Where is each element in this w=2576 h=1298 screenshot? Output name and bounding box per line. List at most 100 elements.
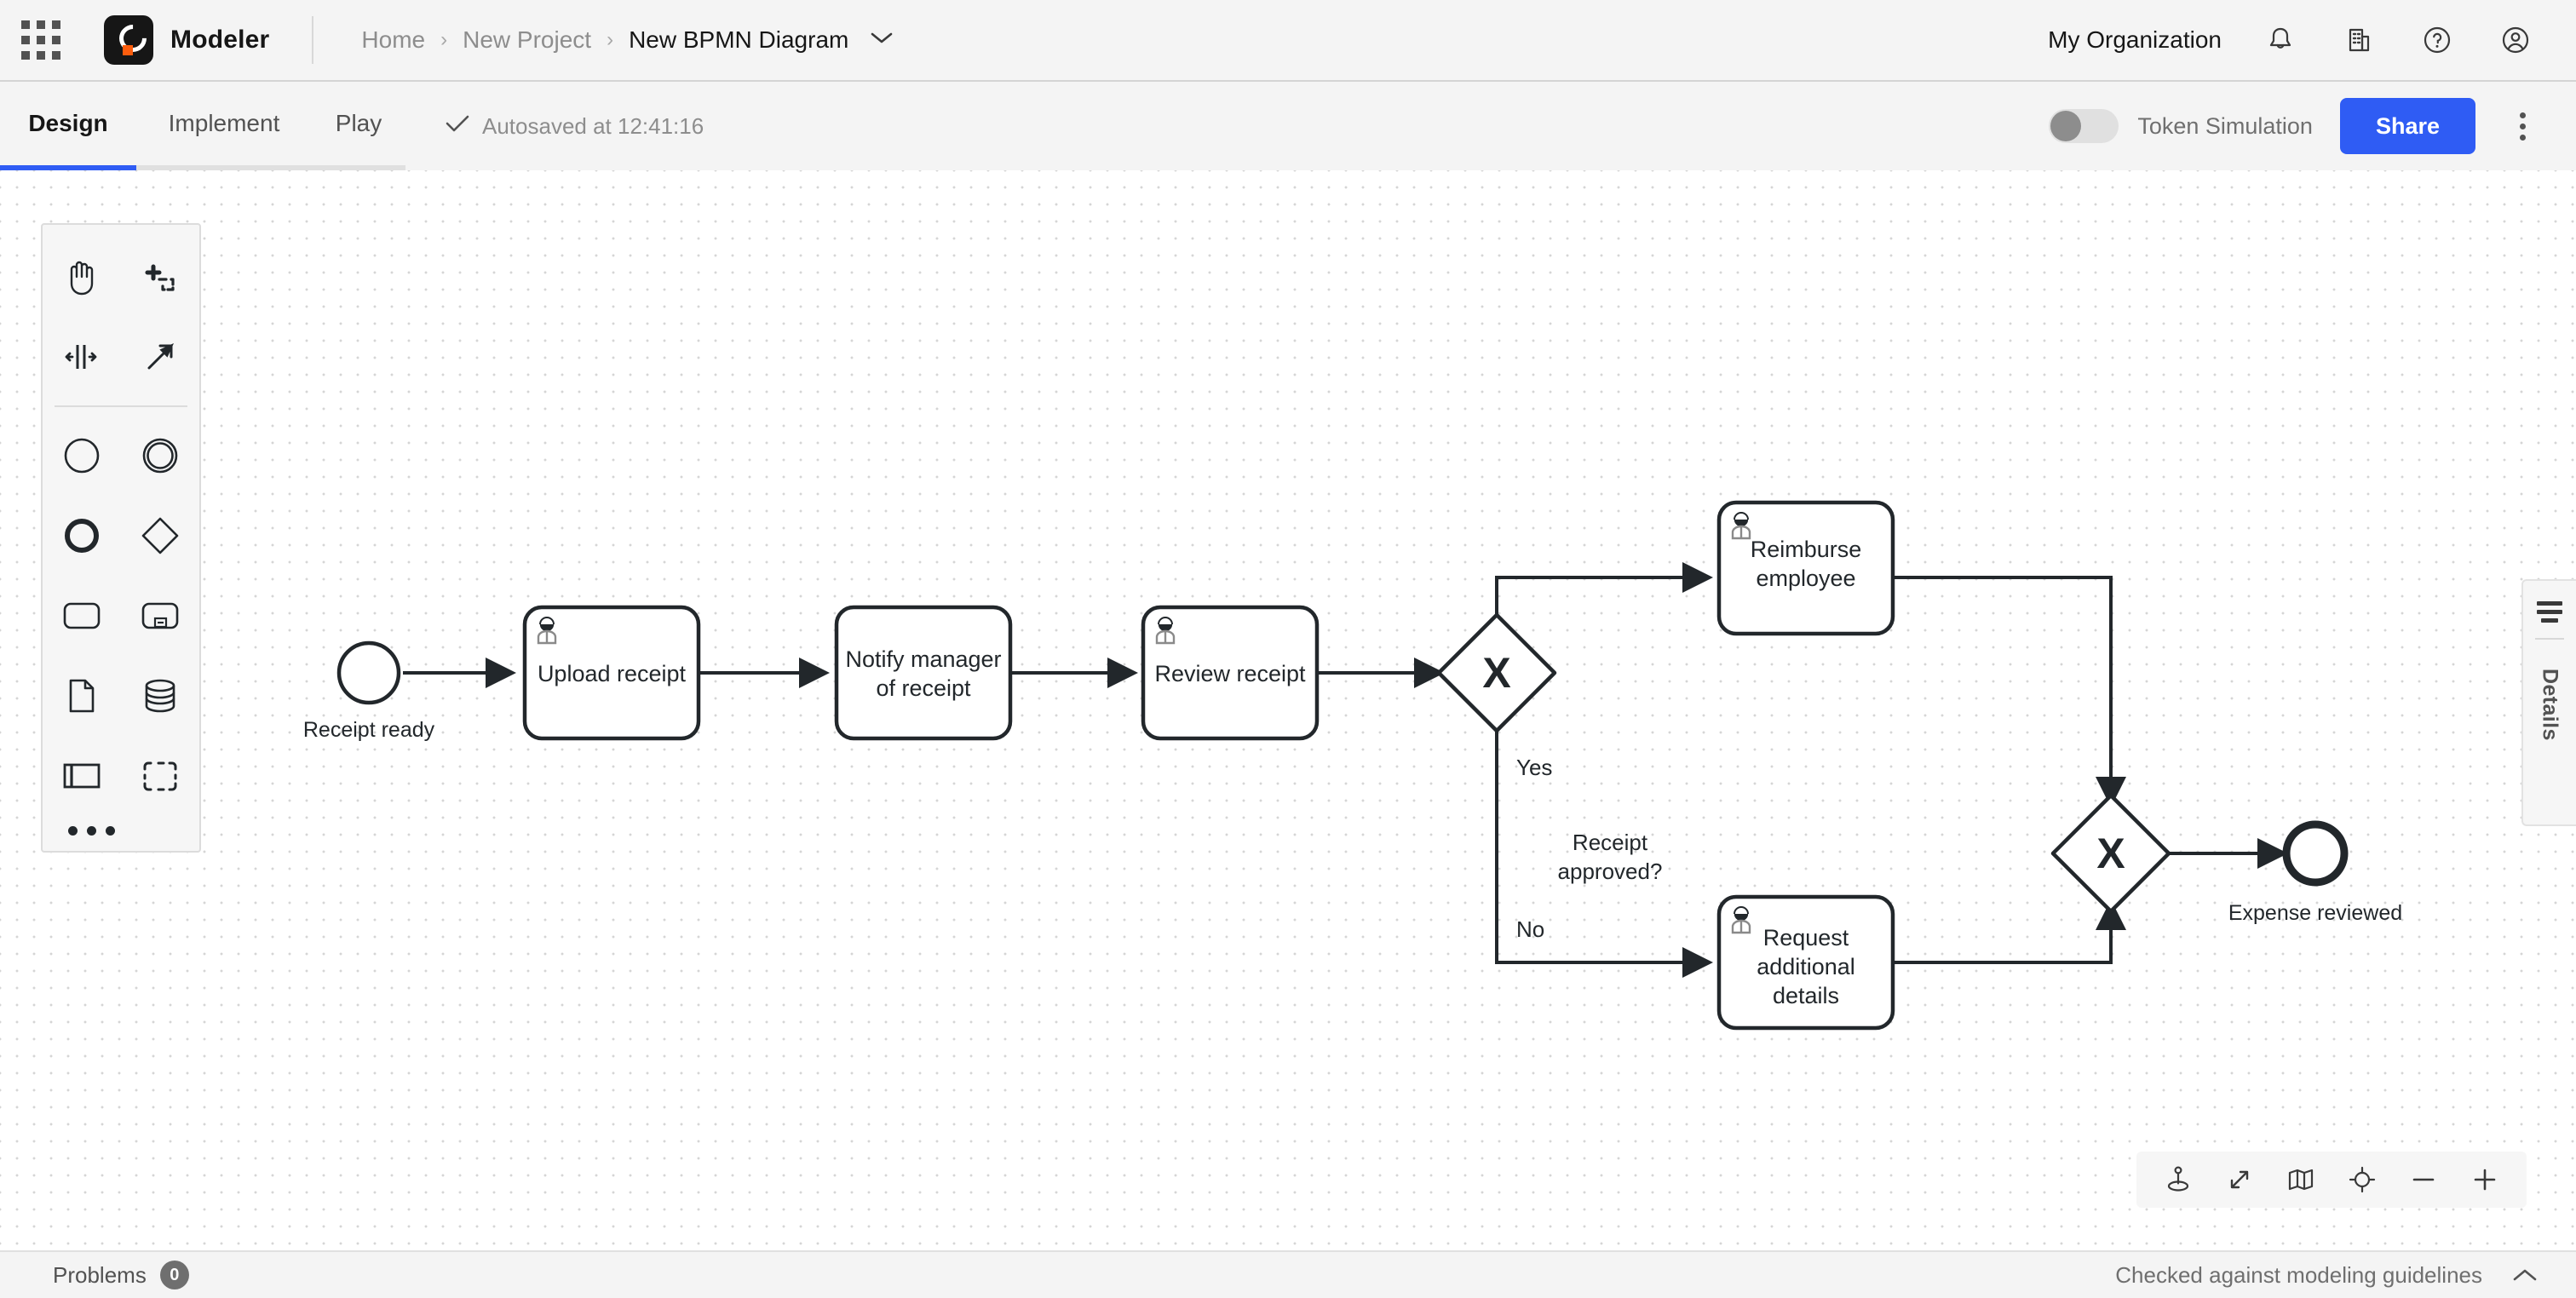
- task-label-line2: of receipt: [876, 675, 971, 701]
- set-origin-icon[interactable]: [2152, 1153, 2205, 1206]
- zoom-out-icon[interactable]: [2397, 1153, 2450, 1206]
- breadcrumb-item-diagram[interactable]: New BPMN Diagram: [629, 26, 849, 53]
- participant-icon[interactable]: [43, 736, 121, 816]
- token-simulation-label: Token Simulation: [2137, 112, 2313, 139]
- toggle-switch[interactable]: [2049, 109, 2119, 143]
- kebab-menu-icon[interactable]: [2503, 98, 2542, 154]
- task-label-line1: Request: [1763, 925, 1849, 951]
- group-icon[interactable]: [121, 736, 199, 816]
- toolbar-actions: Token Simulation Share: [2049, 98, 2576, 154]
- gateway-icon[interactable]: [121, 496, 199, 576]
- gateway-marker: X: [1482, 649, 1510, 697]
- header-divider: [312, 16, 314, 64]
- flow-yes-reimburse: [1495, 562, 1713, 643]
- exclusive-gateway-join[interactable]: X: [2050, 793, 2171, 914]
- data-store-icon[interactable]: [121, 656, 199, 736]
- product-name: Modeler: [170, 26, 270, 54]
- task-review-receipt[interactable]: Review receipt: [1141, 605, 1320, 741]
- app-switcher-button[interactable]: [0, 0, 82, 81]
- help-circle-icon[interactable]: [2418, 20, 2457, 60]
- task-label-line1: Reimburse: [1751, 537, 1862, 562]
- end-event-shape[interactable]: [2282, 820, 2349, 887]
- start-event-label: Receipt ready: [303, 718, 435, 742]
- problems-count-badge: 0: [159, 1261, 189, 1289]
- building-icon[interactable]: [2339, 20, 2378, 60]
- flow-request-join: [1891, 899, 2126, 964]
- bpmn-palette: [41, 223, 201, 853]
- product-logo[interactable]: Modeler: [82, 15, 269, 65]
- start-event-icon[interactable]: [43, 416, 121, 496]
- share-button[interactable]: Share: [2339, 98, 2475, 154]
- space-tool-icon[interactable]: [43, 317, 121, 397]
- user-task-icon: [1155, 617, 1176, 645]
- canvas-zoom-controls: [2136, 1152, 2527, 1208]
- breadcrumb: Home › New Project › New BPMN Diagram: [361, 26, 893, 54]
- zoom-in-icon[interactable]: [2458, 1153, 2511, 1206]
- tab-play[interactable]: Play: [312, 82, 405, 170]
- tab-design[interactable]: Design: [0, 82, 136, 170]
- chevron-up-icon[interactable]: [2511, 1266, 2539, 1284]
- bpmn-diagram[interactable]: Receipt ready Upload receipt Notify mana…: [0, 170, 2576, 1250]
- reset-zoom-icon[interactable]: [2336, 1153, 2389, 1206]
- user-task-icon: [1731, 906, 1751, 934]
- flow-label-yes: Yes: [1516, 755, 1552, 780]
- problems-button[interactable]: Problems 0: [53, 1261, 189, 1289]
- task-label-line3: details: [1773, 983, 1839, 1008]
- details-panel-toggle[interactable]: Details: [2521, 579, 2576, 826]
- exclusive-gateway-split[interactable]: X: [1436, 612, 1557, 733]
- flow-no-request: [1495, 703, 1713, 978]
- task-label-line2: additional: [1757, 954, 1855, 979]
- fit-viewport-icon[interactable]: [2213, 1153, 2266, 1206]
- task-label: Review receipt: [1154, 661, 1306, 686]
- chevron-down-icon[interactable]: [871, 31, 893, 50]
- user-avatar-icon[interactable]: [2496, 20, 2535, 60]
- grid-apps-icon: [21, 20, 60, 60]
- top-header-bar: Modeler Home › New Project › New BPMN Di…: [0, 0, 2576, 82]
- end-event-label: Expense reviewed: [2228, 901, 2402, 925]
- data-object-icon[interactable]: [43, 656, 121, 736]
- breadcrumb-item-project[interactable]: New Project: [463, 26, 592, 53]
- status-bar: Problems 0 Checked against modeling guid…: [0, 1250, 2576, 1298]
- token-simulation-toggle[interactable]: Token Simulation: [2049, 109, 2313, 143]
- global-connect-tool-icon[interactable]: [121, 317, 199, 397]
- camunda-logo-icon: [104, 15, 153, 65]
- panel-lines-icon: [2537, 601, 2562, 623]
- end-event-icon[interactable]: [43, 496, 121, 576]
- autosave-text: Autosaved at 12:41:16: [482, 112, 704, 139]
- palette-more-icon[interactable]: [43, 826, 199, 836]
- status-bar-right: Checked against modeling guidelines: [2115, 1262, 2576, 1289]
- task-notify-manager[interactable]: Notify manager of receipt: [834, 605, 1013, 741]
- gateway-label-line1: Receipt: [1573, 830, 1648, 855]
- task-label-line2: employee: [1756, 566, 1855, 591]
- check-icon: [445, 112, 470, 141]
- header-actions: My Organization: [2048, 20, 2576, 60]
- tab-implement[interactable]: Implement: [136, 82, 312, 170]
- subprocess-expanded-icon[interactable]: [121, 576, 199, 656]
- start-event-shape[interactable]: [336, 640, 401, 705]
- lasso-tool-icon[interactable]: [121, 237, 199, 317]
- breadcrumb-separator: ›: [607, 28, 614, 51]
- organization-name[interactable]: My Organization: [2048, 26, 2222, 53]
- user-task-icon: [1731, 512, 1751, 540]
- task-label: Upload receipt: [538, 661, 687, 686]
- minimap-icon[interactable]: [2274, 1153, 2327, 1206]
- intermediate-event-icon[interactable]: [121, 416, 199, 496]
- task-label-line1: Notify manager: [845, 646, 1001, 672]
- task-request-additional-details[interactable]: Request additional details: [1716, 894, 1895, 1031]
- task-icon[interactable]: [43, 576, 121, 656]
- editor-toolbar: Design Implement Play Autosaved at 12:41…: [0, 82, 2576, 170]
- bell-icon[interactable]: [2261, 20, 2300, 60]
- problems-label: Problems: [53, 1261, 147, 1288]
- flow-label-no: No: [1516, 916, 1544, 942]
- guidelines-status-text: Checked against modeling guidelines: [2115, 1261, 2482, 1288]
- breadcrumb-separator: ›: [440, 28, 448, 51]
- sequence-flows: [403, 562, 2288, 978]
- hand-tool-icon[interactable]: [43, 237, 121, 317]
- gateway-marker: X: [2096, 830, 2125, 877]
- panel-divider: [2535, 638, 2564, 640]
- task-reimburse-employee[interactable]: Reimburse employee: [1716, 500, 1895, 636]
- diagram-canvas[interactable]: Receipt ready Upload receipt Notify mana…: [0, 170, 2576, 1250]
- breadcrumb-item-home[interactable]: Home: [361, 26, 426, 53]
- autosave-status: Autosaved at 12:41:16: [445, 112, 704, 141]
- task-upload-receipt[interactable]: Upload receipt: [522, 605, 701, 741]
